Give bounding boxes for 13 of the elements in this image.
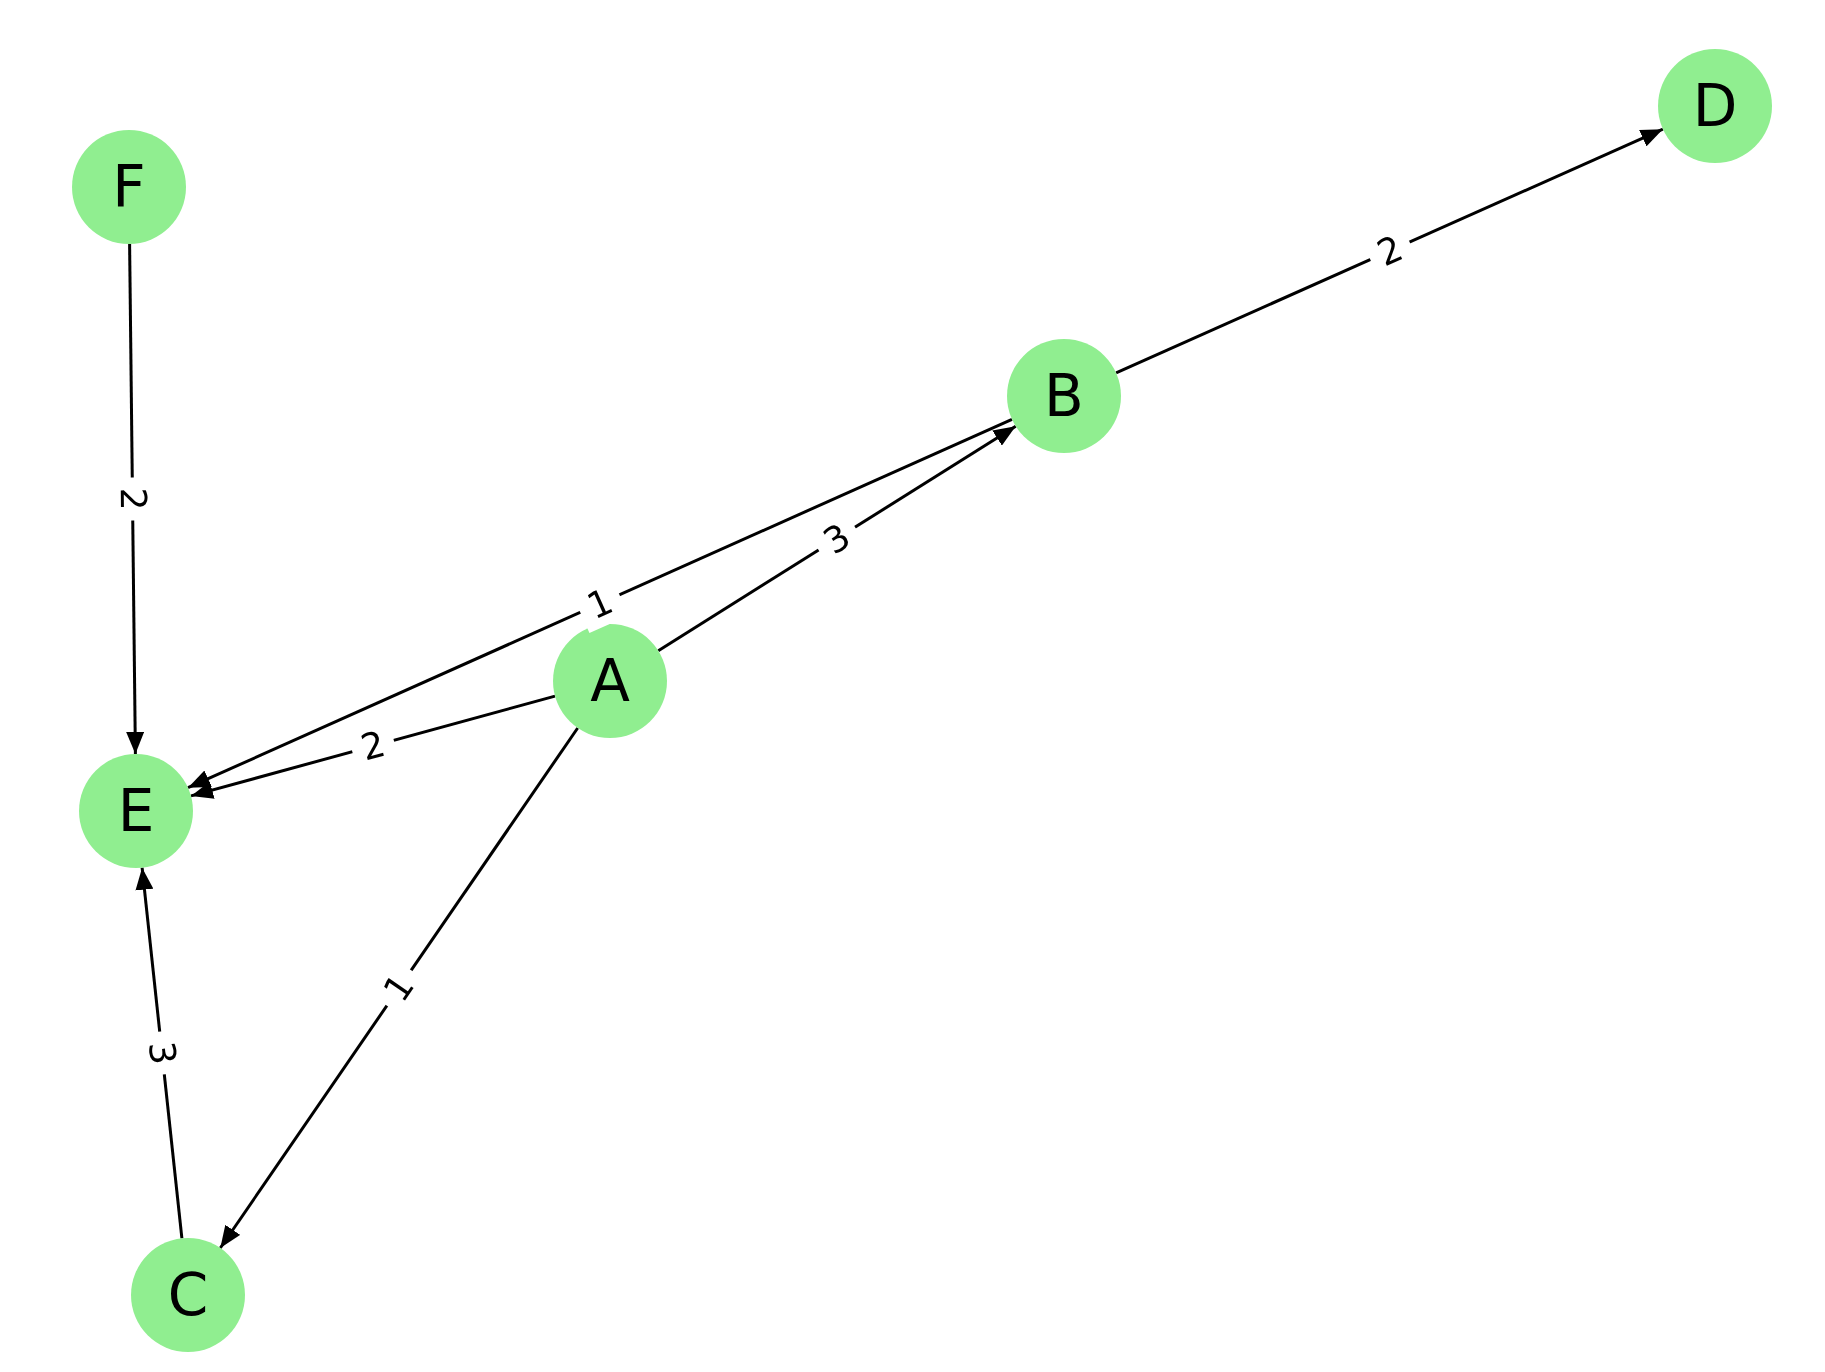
node-label: E [117,782,155,840]
node-label: B [1044,367,1084,425]
arrow [135,867,184,1239]
arrow [657,425,1017,652]
arrow [187,417,1013,790]
arrow [190,694,556,799]
node-label: C [167,1266,209,1324]
arrow [219,727,579,1249]
node-label: F [112,158,146,216]
node-label: A [590,652,630,710]
arrow [1115,127,1664,375]
arrow [126,244,145,754]
node-label: D [1692,77,1738,135]
